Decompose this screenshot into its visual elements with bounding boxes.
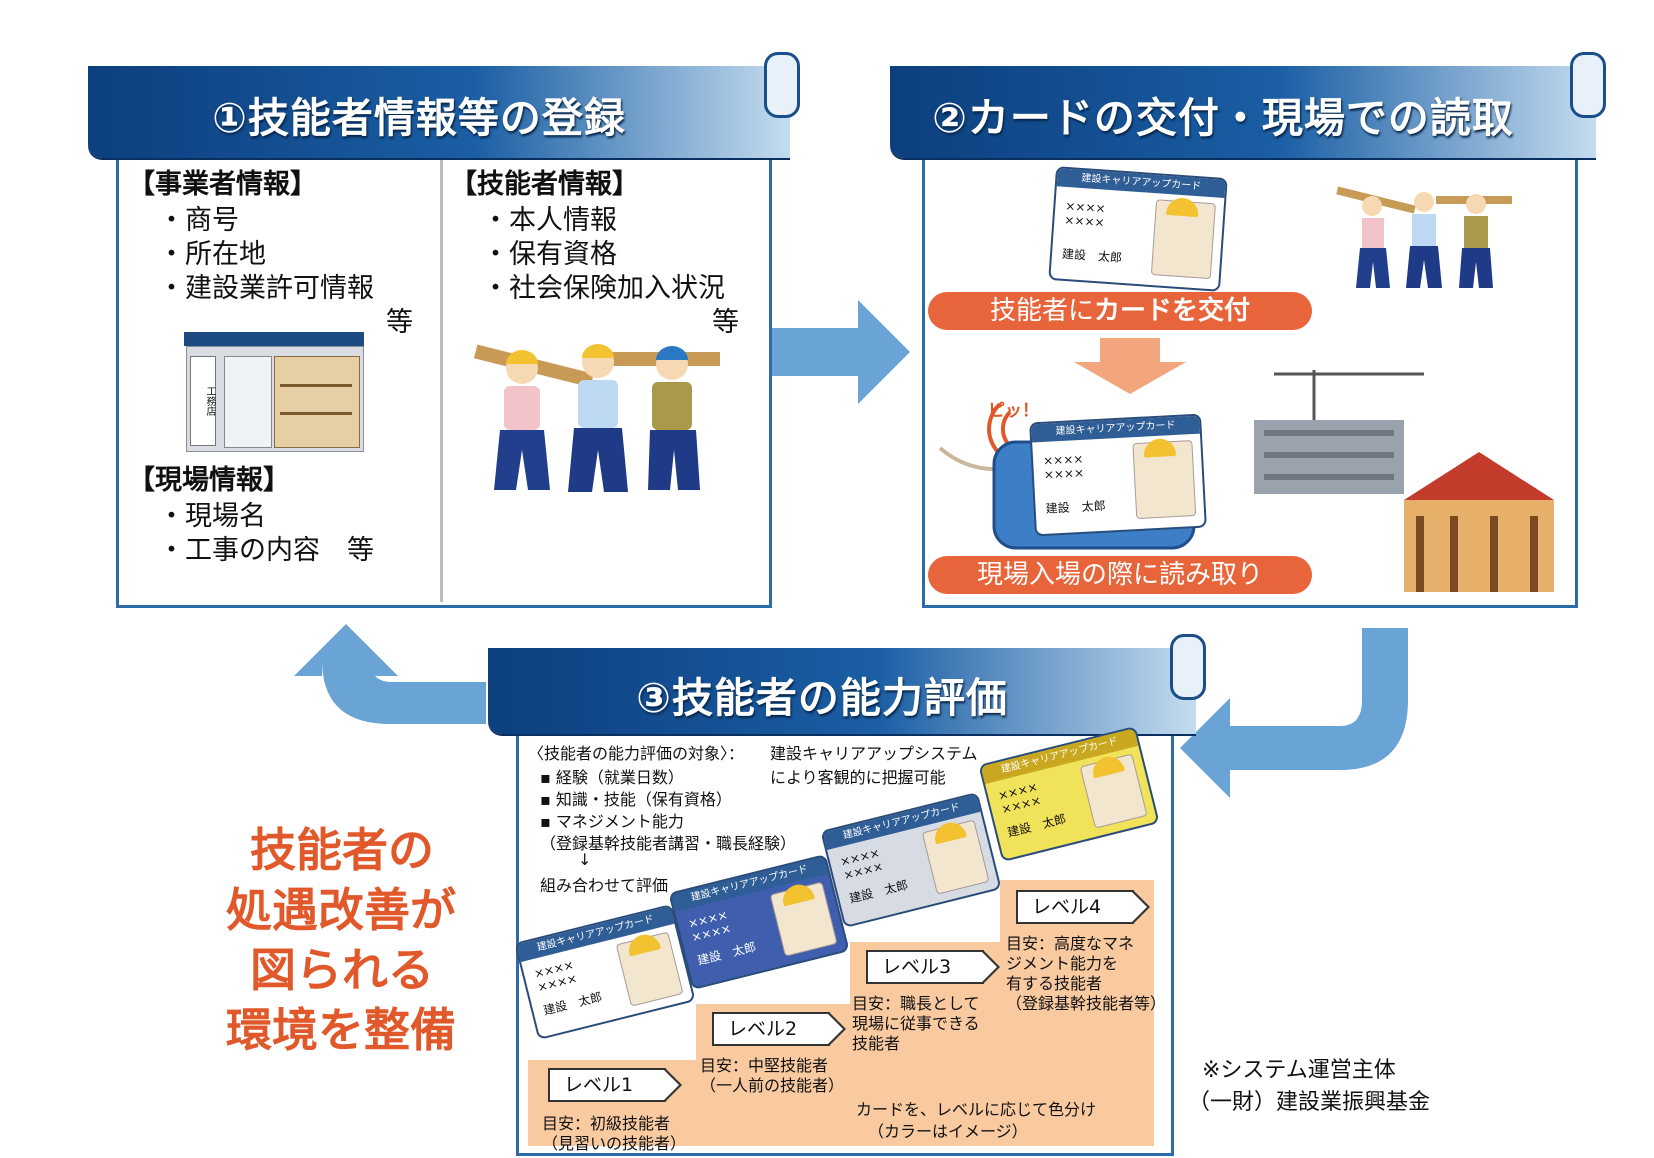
color-note: カードを、レベルに応じて色分け xyxy=(856,1100,1097,1119)
level4-desc: 目安：高度なマネ xyxy=(1006,934,1135,953)
issue-label-pre: 技能者に xyxy=(989,296,1094,326)
business-item: ・所在地 xyxy=(158,239,266,270)
card-marks: ×××× ×××× xyxy=(1042,451,1085,482)
site-heading: 【現場情報】 xyxy=(128,465,290,496)
target-item: ▪ 経験（就業日数） xyxy=(540,768,684,787)
card-marks: ×××× ×××× xyxy=(996,779,1043,817)
business-item: ・商号 xyxy=(158,205,239,236)
operator-note: （一財）建設業振興基金 xyxy=(1188,1090,1431,1115)
panel3-banner: ③技能者の能力評価 xyxy=(488,634,1206,734)
business-item: ・建設業許可情報 xyxy=(158,273,374,304)
panel2-banner: ②カードの交付・現場での読取 xyxy=(890,52,1606,158)
shop-sign: 工務店 xyxy=(190,356,216,446)
panel1-title: ①技能者情報等の登録 xyxy=(212,94,626,142)
card-name: 建設 太郎 xyxy=(847,877,910,906)
worker-etc: 等 xyxy=(712,307,739,338)
card-name: 建設 太郎 xyxy=(1045,498,1106,516)
panel3-title: ③技能者の能力評価 xyxy=(636,674,1008,722)
level4-label: レベル4 xyxy=(1016,890,1150,924)
card-photo-icon xyxy=(1079,753,1148,829)
level3-label: レベル3 xyxy=(866,950,1000,984)
slogan-line: 図られる xyxy=(250,943,434,997)
card-marks: ×××× ×××× xyxy=(838,845,885,883)
issue-label-bold: カードを交付 xyxy=(1094,296,1251,326)
issue-card-label: 技能者にカードを交付 xyxy=(928,292,1312,330)
business-heading: 【事業者情報】 xyxy=(128,169,317,200)
card-name: 建設 太郎 xyxy=(1061,246,1123,265)
level3-desc: 目安：職長として xyxy=(852,994,980,1013)
target-item: ▪ 知識・技能（保有資格） xyxy=(540,790,732,809)
panel2-title: ②カードの交付・現場での読取 xyxy=(932,94,1514,142)
site-item: ・工事の内容 等 xyxy=(158,535,374,566)
target-label: 〈技能者の能力評価の対象〉： xyxy=(528,744,745,763)
panel1-divider xyxy=(440,150,443,602)
operator-note: ※システム運営主体 xyxy=(1202,1058,1396,1083)
level4-desc: ジメント能力を xyxy=(1006,954,1119,973)
level2-desc: （一人前の技能者） xyxy=(700,1076,845,1095)
arrow-right-icon xyxy=(770,300,910,404)
card-photo-icon xyxy=(769,881,838,957)
slogan-line: 環境を整備 xyxy=(226,1003,456,1057)
level1-desc: 目安：初級技能者 xyxy=(542,1114,671,1133)
scroll-curl xyxy=(1570,52,1606,118)
combine-text: 組み合わせて評価 xyxy=(540,876,669,895)
card-photo-icon xyxy=(921,819,990,895)
target-item-sub: （登録基幹技能者講習・職長経験） xyxy=(540,834,797,853)
level2-desc: 目安：中堅技能者 xyxy=(700,1056,829,1075)
card-photo-icon xyxy=(615,931,684,1007)
card-photo-icon xyxy=(1132,440,1197,520)
arrow-curve-down-left-icon xyxy=(1180,628,1408,798)
career-card: 建設キャリアアップカード ×××× ×××× 建設 太郎 xyxy=(1029,413,1207,537)
construction-site-icon xyxy=(1254,370,1554,592)
level3-desc: 現場に従事できる xyxy=(852,1014,980,1033)
level4-desc: 有する技能者 xyxy=(1006,974,1103,993)
worker-item: ・保有資格 xyxy=(482,239,617,270)
career-card: 建設キャリアアップカード ×××× ×××× 建設 太郎 xyxy=(1048,166,1228,292)
level1-desc: （見習いの技能者） xyxy=(542,1134,687,1153)
shop-building-icon: 工務店 xyxy=(184,332,364,452)
card-marks: ×××× ×××× xyxy=(532,957,579,995)
level2-label: レベル2 xyxy=(712,1012,846,1046)
workers-small-illustration-icon xyxy=(1336,186,1512,288)
slogan-line: 技能者の xyxy=(250,823,434,877)
combine-arrow: ↓ xyxy=(578,850,592,869)
worker-item: ・社会保険加入状況 xyxy=(482,273,725,304)
business-etc: 等 xyxy=(386,307,413,338)
card-name: 建設 太郎 xyxy=(695,939,758,968)
color-note: （カラーはイメージ） xyxy=(868,1122,1028,1141)
scroll-curl xyxy=(1170,634,1206,700)
level4-desc: （登録基幹技能者等） xyxy=(1006,994,1167,1013)
arrow-curve-left-up-icon xyxy=(294,624,486,724)
worker-item: ・本人情報 xyxy=(482,205,617,236)
target-item: ▪ マネジメント能力 xyxy=(540,812,684,831)
card-photo-icon xyxy=(1150,199,1216,280)
system-note: により客観的に把握可能 xyxy=(770,768,946,787)
level3-desc: 技能者 xyxy=(852,1034,901,1053)
read-card-label: 現場入場の際に読み取り xyxy=(928,556,1312,594)
panel1-banner: ①技能者情報等の登録 xyxy=(88,52,800,158)
slogan-line: 処遇改善が xyxy=(226,883,456,937)
level1-label: レベル1 xyxy=(548,1068,682,1102)
site-item: ・現場名 xyxy=(158,501,266,532)
workers-illustration-icon xyxy=(473,344,720,492)
card-marks: ×××× ×××× xyxy=(686,907,733,945)
card-marks: ×××× ×××× xyxy=(1063,198,1107,230)
worker-heading: 【技能者情報】 xyxy=(450,169,639,200)
card-name: 建設 太郎 xyxy=(541,989,604,1018)
arrow-down-icon xyxy=(1074,338,1186,394)
scroll-curl xyxy=(764,52,800,118)
system-note: 建設キャリアアップシステム xyxy=(770,744,978,763)
card-name: 建設 太郎 xyxy=(1005,811,1068,840)
